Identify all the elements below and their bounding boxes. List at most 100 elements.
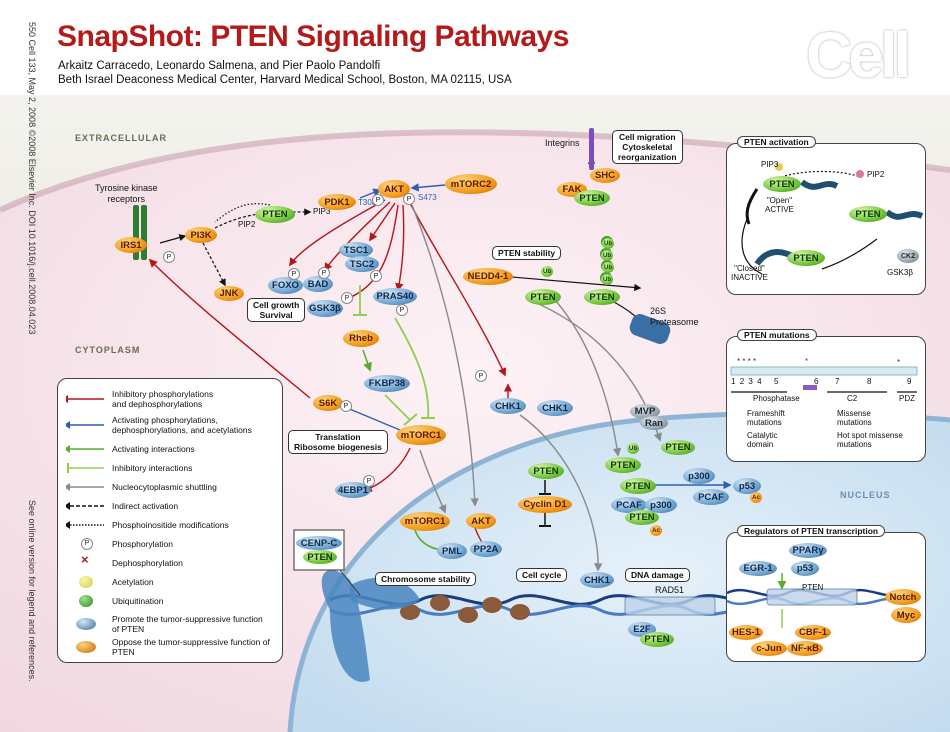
pip3-label: PIP3 (313, 207, 331, 216)
ub-tag-2: Ub (601, 250, 613, 261)
pten-node-membrane: PTEN (255, 206, 295, 223)
authors: Arkaitz Carracedo, Leonardo Salmena, and… (58, 60, 381, 72)
phosphatase-domain: Phosphatase (753, 394, 800, 403)
legend-item: Nucleocytoplasmic shuttling (64, 481, 217, 493)
phospho-tag-akt-t308: P (372, 194, 384, 206)
mtorc1-node: mTORC1 (396, 425, 446, 445)
p53-node: p53 (733, 478, 761, 494)
pten-node-ran: PTEN (661, 440, 695, 455)
activation-gsk3b-label: GSK3β (887, 268, 913, 277)
pras40-node: PRAS40 (373, 288, 417, 305)
4ebp1-node: 4EBP1 (335, 482, 371, 498)
legend-item: Promote the tumor-suppressive function o… (66, 614, 263, 634)
phospho-tag-chk1: P (475, 370, 487, 382)
chk1-node-cyto: CHK1 (490, 398, 526, 414)
legend-item: × Dephosphorylation (81, 552, 183, 568)
cenpc-node: CENP-C (296, 536, 342, 550)
cell-logo: Cell (806, 19, 911, 91)
legend-item: Activating interactions (64, 443, 195, 455)
regulators-panel: Regulators of PTEN transcription PPARγ E… (726, 525, 926, 662)
affiliation: Beth Israel Deaconess Medical Center, Ha… (58, 74, 512, 86)
tsc1-node: TSC1 (339, 242, 373, 258)
pcaf-node-2: PCAF (611, 497, 647, 513)
pten-activation-panel: PTEN activation PIP3 PIP2 PTEN "Open" AC… (726, 136, 926, 295)
cell-cycle-label: Cell cycle (516, 568, 568, 582)
chromosome-stability-label: Chromosome stability (375, 572, 477, 586)
hes1-node: HES-1 (729, 625, 763, 640)
cbf1-node: CBF-1 (795, 625, 831, 640)
pml-node: PML (437, 543, 467, 559)
rad51-label: RAD51 (655, 585, 685, 595)
nfkb-node: NF-κB (787, 641, 823, 656)
p53-reg-node: p53 (791, 561, 819, 576)
ac-tag-p53: Ac (750, 492, 762, 503)
pten-node-ub: PTEN (605, 457, 641, 473)
pten-node-cenpc: PTEN (303, 550, 337, 564)
phospho-tag-gsk3b: P (341, 292, 353, 304)
activation-pip3-label: PIP3 (761, 160, 779, 169)
legend-item: Indirect activation (64, 500, 178, 512)
phospho-tag-pras40: P (396, 304, 408, 316)
activation-pten-mid: PTEN (849, 206, 887, 222)
phospho-tag-irs1: P (163, 251, 175, 263)
akt-node-nucleus: AKT (466, 513, 496, 529)
phospho-tag-foxo: P (288, 268, 300, 280)
pten-mutations-panel: PTEN mutations * * * * * * 1 2 3 4 5 6 7… (726, 329, 926, 462)
pten-node-nucleus: PTEN (528, 463, 564, 479)
legend-item: Ubiquitination (66, 595, 164, 607)
pp2a-node: PP2A (470, 541, 502, 557)
cell-migration-label: Cell migration Cytoskeletal reorganizati… (612, 130, 683, 164)
phospho-tag-s6k: P (340, 400, 352, 412)
legend-box: Inhibitory phosphorylations and dephosph… (57, 378, 283, 663)
nedd4-node: NEDD4-1 (463, 268, 513, 285)
chk1-node-2: CHK1 (537, 400, 573, 416)
svg-text:*: * (897, 358, 900, 367)
ub-tag-4: Ub (601, 274, 613, 285)
missense-legend: Missense mutations (837, 409, 872, 427)
jnk-node: JNK (214, 286, 244, 301)
cyclind1-node: Cyclin D1 (518, 496, 572, 513)
p300-node-2: p300 (645, 497, 677, 513)
pten-node-stability-1: PTEN (525, 289, 561, 305)
ub-tag-1: Ub (602, 238, 614, 249)
cjun-node: c-Jun (751, 641, 787, 656)
legend-item: Activating phosphorylations, dephosphory… (64, 415, 252, 435)
chk1-node-nucleus: CHK1 (580, 572, 614, 588)
online-note: See online version for legend and refere… (27, 500, 37, 682)
pip2-label: PIP2 (238, 220, 256, 229)
pten-node-stability-2: PTEN (584, 289, 620, 305)
pten-node-p53: PTEN (620, 478, 656, 494)
reg-pten-label: PTEN (802, 583, 824, 592)
gsk3b-node: GSK3β (307, 300, 343, 317)
legend-item: Inhibitory interactions (67, 463, 193, 473)
extracellular-label: EXTRACELLULAR (75, 133, 167, 143)
mvp-node: MVP (630, 404, 660, 419)
bad-node: BAD (303, 276, 333, 292)
legend-item: P Phosphorylation (66, 538, 173, 550)
regulators-diagram (727, 573, 908, 628)
catalytic-legend: Catalytic domain (747, 431, 778, 449)
translation-label: Translation Ribosome biogenesis (288, 430, 388, 454)
cell-growth-label: Cell growth Survival (247, 298, 306, 322)
svg-text:*: * (805, 357, 808, 366)
pten-stability-label: PTEN stability (492, 246, 562, 260)
pten-node-fak: PTEN (574, 190, 610, 206)
cytoplasm-label: CYTOPLASM (75, 345, 141, 355)
foxo-node: FOXO (268, 277, 303, 294)
notch-node: Notch (885, 589, 921, 605)
mutations-exon-5: 5 (774, 377, 779, 386)
legend-item: Phosphoinositide modifications (64, 519, 229, 531)
phospho-tag-bad: P (318, 267, 330, 279)
legend-item: Inhibitory phosphorylations and dephosph… (62, 389, 213, 409)
mutations-exon-6: 6 (814, 377, 819, 386)
activation-pten-closed: PTEN (787, 250, 825, 266)
pdz-domain: PDZ (899, 394, 915, 403)
pten-gene-map: * * * * * * (730, 357, 918, 393)
activation-pten-open: PTEN (763, 176, 801, 192)
ub-tag-nedd4: Ub (541, 266, 553, 277)
tsc2-node: TSC2 (345, 256, 379, 272)
activation-closed-label: "Closed" INACTIVE (731, 264, 768, 282)
hotspot-legend: Hot spot missense mutations (837, 431, 903, 449)
ub-tag-nucleus: Ub (627, 443, 639, 454)
